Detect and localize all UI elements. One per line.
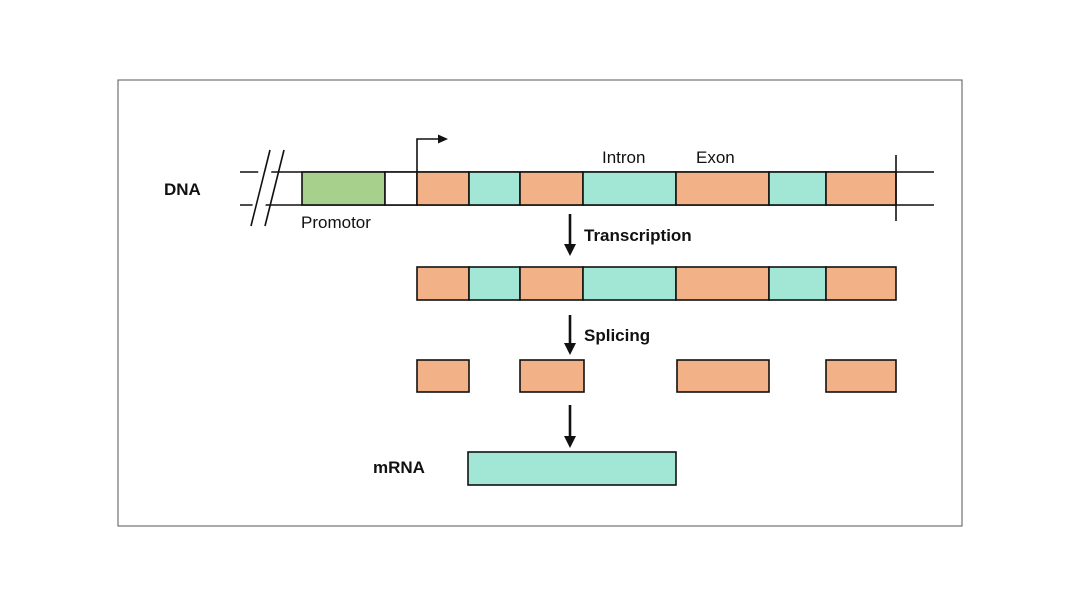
dna-exon-2 (519, 171, 584, 206)
splicing-arrow-icon (564, 315, 576, 355)
mrna-arrow-icon (564, 405, 576, 448)
dna-break-mark-2 (264, 149, 285, 227)
mrna-strand (467, 451, 677, 486)
spliced-exon-2 (519, 359, 585, 393)
dna-exon-4 (825, 171, 897, 206)
spliced-exons (416, 359, 897, 393)
pre-mrna-intron-1 (468, 266, 521, 301)
pre-mrna-intron-3 (768, 266, 827, 301)
promotor-region (301, 171, 386, 206)
dna-exon-3 (675, 171, 770, 206)
pre-mrna-exon-1 (416, 266, 470, 301)
dna-intron-1 (468, 171, 521, 206)
spliced-exon-1 (416, 359, 470, 393)
promotor-label: Promotor (301, 213, 371, 232)
dna-gene-segments (416, 171, 897, 206)
exon-label: Exon (696, 148, 735, 167)
pre-mrna-exon-3 (675, 266, 770, 301)
spacer-region (384, 171, 418, 206)
spliced-exon-3 (676, 359, 770, 393)
dna-break-mark-1 (250, 149, 271, 227)
transcription-label: Transcription (584, 226, 692, 245)
splicing-label: Splicing (584, 326, 650, 345)
transcription-start-arrow-icon (416, 134, 448, 172)
pre-mrna-exon-4 (825, 266, 897, 301)
transcription-arrow-icon (564, 214, 576, 256)
intron-label: Intron (602, 148, 645, 167)
pre-mrna-intron-2 (582, 266, 677, 301)
dna-intron-2 (582, 171, 677, 206)
pre-mrna-segments (416, 266, 897, 301)
dna-intron-3 (768, 171, 827, 206)
mrna-label: mRNA (373, 458, 425, 477)
dna-exon-1 (416, 171, 470, 206)
dna-label: DNA (164, 180, 201, 199)
spliced-exon-4 (825, 359, 897, 393)
pre-mrna-exon-2 (519, 266, 584, 301)
